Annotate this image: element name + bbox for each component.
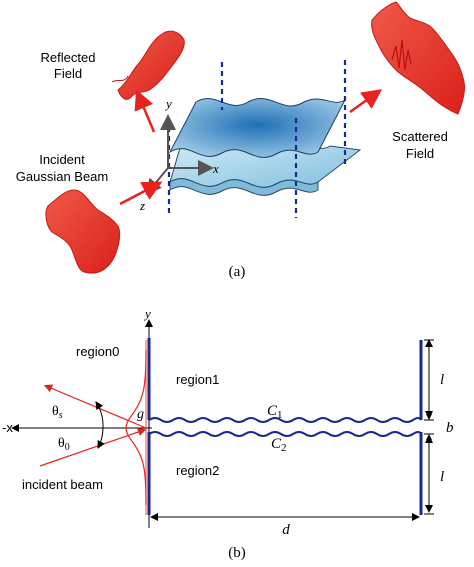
b-theta-s-arc [95, 401, 104, 429]
panel-b: y -x C1 C2 g θs θ0 region0 region1 regio… [2, 306, 454, 561]
b-c1-label: C1 [267, 403, 283, 421]
incident-arrow [119, 181, 163, 206]
incident-label-line1: Incident [39, 152, 85, 167]
reflected-arrow [134, 89, 156, 133]
panel-b-caption: (b) [228, 545, 246, 561]
scattered-field-spikes [391, 39, 412, 71]
panel-a: y x z Reflected Field Scattered Field In… [16, 1, 465, 280]
b-l-bottom-label: l [440, 469, 444, 485]
b-region2-label: region2 [176, 463, 219, 478]
incident-beam-shape [45, 189, 121, 274]
b-gaussian-profile [125, 349, 147, 506]
b-incident-ray [39, 427, 147, 467]
b-region0-label: region0 [76, 344, 119, 359]
incident-label-line2: Gaussian Beam [16, 169, 109, 184]
b-b-label: b [446, 420, 454, 436]
panel-a-caption: (a) [229, 264, 246, 280]
b-theta-0-label: θ0 [58, 436, 70, 453]
scattered-label-line2: Field [406, 146, 434, 161]
b-theta-s-label: θs [52, 404, 63, 421]
b-d-label: d [282, 522, 290, 538]
scattered-arrow [349, 89, 383, 114]
b-axis-y-label: y [143, 306, 151, 321]
reflected-field-ripple [111, 75, 129, 83]
lower-plate-edge [169, 178, 319, 196]
axis-x-label: x [212, 161, 219, 176]
b-axis-negx-label: -x [2, 420, 13, 435]
axis-z-label: z [139, 198, 145, 213]
b-reflected-ray [43, 384, 147, 429]
scattered-label-line1: Scattered [392, 129, 448, 144]
b-g-label: g [137, 407, 144, 422]
b-c2-label: C2 [271, 436, 287, 454]
axis-y-label: y [164, 96, 172, 111]
reflected-label-line1: Reflected [41, 50, 96, 65]
b-theta-0-arc [97, 427, 105, 449]
b-dim-b-arrow-top [426, 414, 432, 420]
scattered-field-shape [371, 1, 465, 115]
upper-plate [168, 98, 347, 158]
reflected-label-line2: Field [54, 66, 82, 81]
b-region1-label: region1 [176, 372, 219, 387]
b-surface-c1 [148, 417, 422, 423]
reflected-field-shape [117, 30, 185, 100]
b-l-top-label: l [440, 372, 444, 388]
b-incident-beam-label: incident beam [22, 477, 103, 492]
b-surface-c2 [148, 431, 422, 437]
